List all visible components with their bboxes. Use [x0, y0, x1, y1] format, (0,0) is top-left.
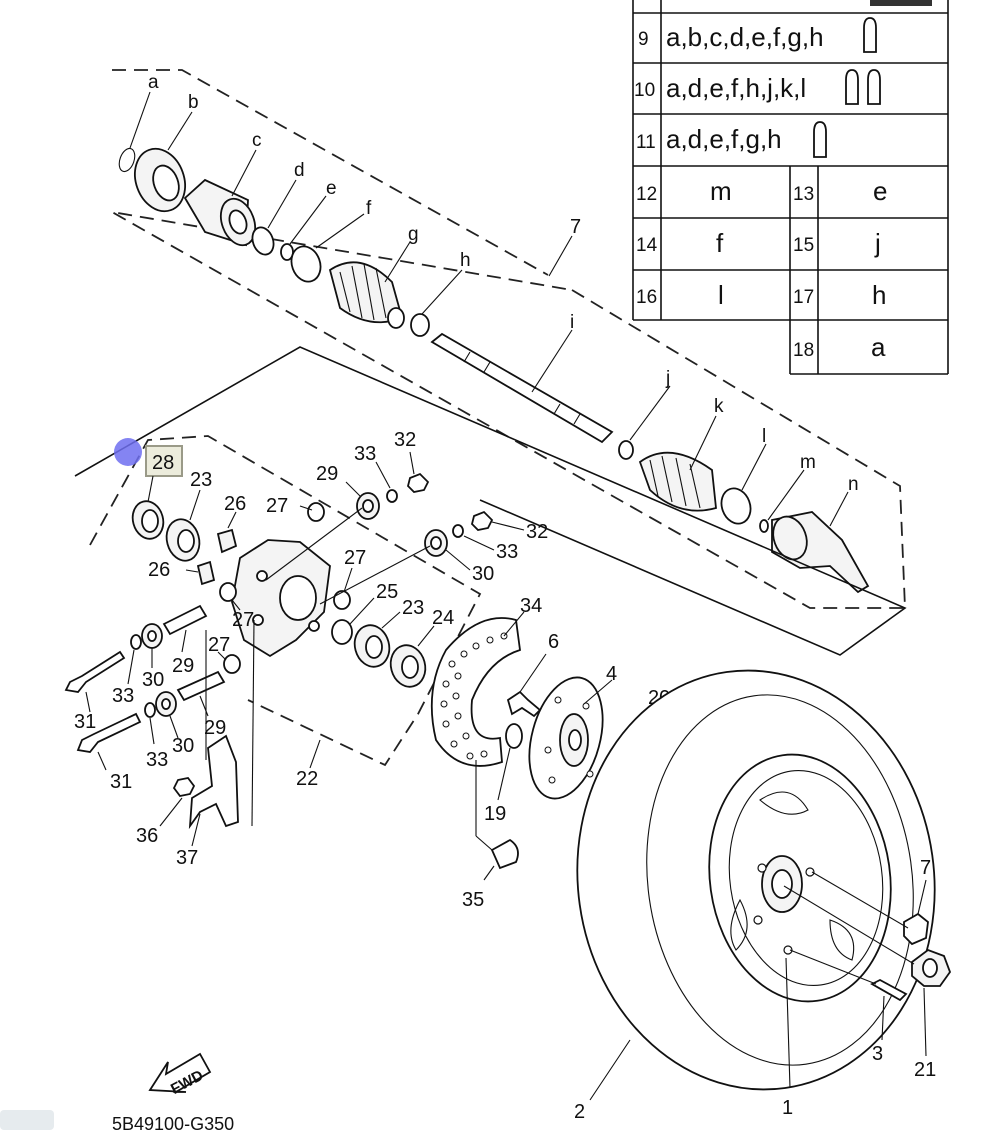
callout-6: 7 [920, 857, 931, 879]
shaft-letter-k: k [714, 396, 724, 417]
callout-33-left-upper: 33 [112, 685, 134, 707]
table-row-13-text: e [873, 176, 887, 206]
shaft-letter-n: n [848, 474, 859, 495]
group-outline [74, 346, 907, 656]
cursor-indicator [114, 438, 142, 466]
callout-30-upper: 29 [316, 463, 338, 485]
table-row-10-number: 10 [634, 80, 655, 101]
fwd-arrow-icon: FWD [148, 1052, 212, 1098]
shaft-letter-h: h [460, 250, 471, 271]
callout-27-c: 27 [232, 609, 254, 631]
callout-29-lower: 29 [204, 717, 226, 739]
callout-30-left-upper: 30 [142, 669, 164, 691]
callout-30-left-lower: 30 [172, 735, 194, 757]
callout-33-upper: 33 [354, 443, 376, 465]
callout-36: 36 [136, 825, 158, 847]
drive-shaft-assembly: 7 a b c d e f g h [111, 69, 906, 609]
callout-28: 28 [152, 452, 174, 474]
callout-21: 21 [914, 1059, 936, 1081]
shaft-letter-a: a [148, 72, 159, 93]
diagram-code: 5B49100-G350 [112, 1114, 234, 1130]
callout-35: 35 [462, 889, 484, 911]
shaft-letter-b: b [188, 92, 199, 113]
table-row-12-number: 12 [636, 184, 657, 205]
callout-29-upper: 29 [172, 655, 194, 677]
callout-32-right: 32 [526, 521, 548, 543]
shaft-letter-m: m [800, 452, 816, 473]
table-row-15-number: 15 [793, 235, 814, 256]
callout-26-lower: 26 [148, 559, 170, 581]
tube-pair-icon [845, 69, 881, 105]
callout-28-highlight[interactable] [145, 445, 183, 477]
shaft-letter-l: l [762, 426, 766, 447]
table-row-9-text: a,b,c,d,e,f,g,h [666, 22, 824, 52]
callout-1: 1 [782, 1097, 793, 1119]
table-row-18-number: 18 [793, 340, 814, 361]
bolt [76, 712, 142, 753]
table-row-15-text: j [874, 228, 881, 258]
brake-hub-wheel-assembly: 34 19 35 6 4 20 [430, 595, 952, 1123]
callout-22: 22 [296, 768, 318, 790]
truncated-row-mark [870, 0, 932, 6]
callout-27-a: 27 [266, 495, 288, 517]
callout-5: 6 [548, 631, 559, 653]
callout-23-right: 23 [402, 597, 424, 619]
callout-2: 2 [574, 1101, 585, 1123]
parts-kit-table: 9 a,b,c,d,e,f,g,h 10 a,d,e,f,h,j,k,l 11 … [632, 0, 949, 375]
tube-icon [813, 121, 827, 158]
table-row-16-text: l [718, 280, 724, 310]
callout-19: 19 [484, 803, 506, 825]
table-row-11-number: 11 [636, 132, 656, 153]
callout-7: 7 [570, 216, 581, 238]
callout-31-upper: 31 [74, 711, 96, 733]
callout-24: 24 [432, 607, 454, 629]
callout-23-left: 23 [190, 469, 212, 491]
table-row-10-text: a,d,e,f,h,j,k,l [666, 73, 806, 103]
brake-disc [430, 617, 521, 767]
group-7-outline [111, 69, 906, 609]
shaft-letter-i: i [570, 312, 574, 333]
corner-widget[interactable] [0, 1110, 54, 1130]
callout-34: 34 [520, 595, 542, 617]
shaft-letter-c: c [252, 130, 262, 151]
table-row-16-number: 16 [636, 287, 657, 308]
table-row-17-text: h [872, 280, 886, 310]
table-row-17-number: 17 [793, 287, 814, 308]
table-row-13-number: 13 [793, 184, 814, 205]
shaft-letter-g: g [408, 224, 419, 245]
table-row-14-text: f [716, 228, 724, 258]
shaft-letter-e: e [326, 178, 337, 199]
callout-4: 4 [606, 663, 617, 685]
callout-27-d: 27 [208, 634, 230, 656]
table-row-18-text: a [871, 332, 886, 362]
callout-26-upper: 26 [224, 493, 246, 515]
shaft-letter-f: f [366, 198, 372, 219]
shaft-letter-d: d [294, 160, 305, 181]
callout-33-right: 33 [496, 541, 518, 563]
group-22-outline [89, 435, 482, 767]
callout-31-lower: 31 [110, 771, 132, 793]
table-row-14-number: 14 [636, 235, 658, 256]
callout-3: 3 [872, 1043, 883, 1065]
table-row-9-number: 9 [638, 29, 649, 50]
knuckle-assembly: 22 28 23 26 26 27 27 [64, 346, 907, 869]
callout-25: 25 [376, 581, 398, 603]
bracket [188, 734, 239, 830]
table-row-11-text: a,d,e,f,g,h [666, 124, 782, 154]
table-row-12-text: m [710, 176, 732, 206]
callout-37: 37 [176, 847, 198, 869]
bolt [64, 650, 126, 693]
tube-icon [863, 17, 877, 53]
callout-30-right: 30 [472, 563, 494, 585]
callout-32-upper: 32 [394, 429, 416, 451]
callout-27-b: 27 [344, 547, 366, 569]
callout-33-left-lower: 33 [146, 749, 168, 771]
shaft-letter-j: j [665, 368, 670, 389]
